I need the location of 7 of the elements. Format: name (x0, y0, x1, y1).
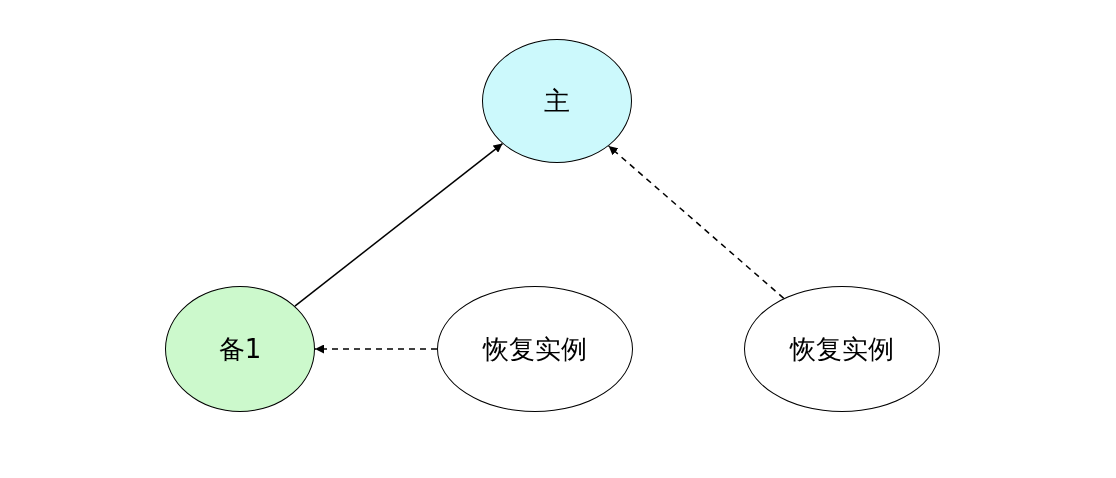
node-label: 主 (544, 84, 570, 118)
arrow (294, 142, 504, 307)
arrow (607, 145, 785, 300)
node-label: 恢复实例 (483, 332, 587, 366)
arrow (314, 344, 438, 354)
node-label: 备1 (218, 332, 262, 366)
node-label: 恢复实例 (790, 332, 894, 366)
